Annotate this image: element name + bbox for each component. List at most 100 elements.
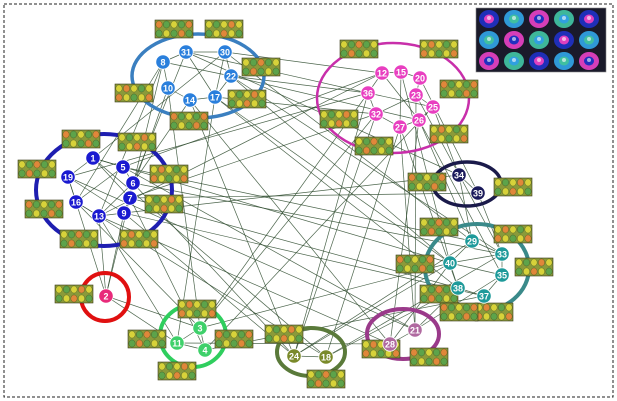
node-21[interactable]: 21 xyxy=(407,322,423,338)
brain-map-thumbnail xyxy=(59,229,99,249)
brain-map-thumbnail xyxy=(493,177,533,197)
brain-map-thumbnail xyxy=(474,302,514,322)
brain-map-thumbnail xyxy=(339,39,379,59)
node-26[interactable]: 26 xyxy=(411,112,427,128)
edge-30-12 xyxy=(224,51,383,74)
brain-map-thumbnail xyxy=(264,324,304,344)
brain-map-thumbnail xyxy=(361,339,401,359)
edge-34-29 xyxy=(458,174,473,242)
node-31[interactable]: 31 xyxy=(178,44,194,60)
brain-map-thumbnail xyxy=(149,164,189,184)
brain-map-thumbnail xyxy=(319,109,359,129)
node-11[interactable]: 11 xyxy=(169,335,185,351)
brain-slice xyxy=(479,52,499,70)
brain-map-thumbnail xyxy=(419,284,459,304)
brain-map-thumbnail xyxy=(169,111,209,131)
node-38[interactable]: 38 xyxy=(450,280,466,296)
node-16[interactable]: 16 xyxy=(68,194,84,210)
node-25[interactable]: 25 xyxy=(425,99,441,115)
node-label: 35 xyxy=(497,271,507,281)
node-13[interactable]: 13 xyxy=(91,208,107,224)
node-32[interactable]: 32 xyxy=(368,106,384,122)
brain-map-thumbnail xyxy=(54,284,94,304)
node-label: 21 xyxy=(410,326,420,336)
node-29[interactable]: 29 xyxy=(464,233,480,249)
node-18[interactable]: 18 xyxy=(318,349,334,365)
brain-slice-legend xyxy=(475,7,607,73)
node-8[interactable]: 8 xyxy=(155,54,171,70)
node-23[interactable]: 23 xyxy=(408,87,424,103)
brain-slice xyxy=(504,52,524,70)
brain-slice xyxy=(554,52,574,70)
node-39[interactable]: 39 xyxy=(470,185,486,201)
brain-map-thumbnail xyxy=(177,299,217,319)
node-14[interactable]: 14 xyxy=(182,92,198,108)
brain-map-thumbnail xyxy=(114,83,154,103)
node-19[interactable]: 19 xyxy=(60,169,76,185)
edge-21-23 xyxy=(414,94,417,331)
node-20[interactable]: 20 xyxy=(412,70,428,86)
node-label: 18 xyxy=(321,353,331,363)
node-5[interactable]: 5 xyxy=(115,159,131,175)
node-12[interactable]: 12 xyxy=(374,65,390,81)
node-10[interactable]: 10 xyxy=(160,80,176,96)
node-3[interactable]: 3 xyxy=(192,320,208,336)
brain-map-thumbnail xyxy=(419,39,459,59)
node-35[interactable]: 35 xyxy=(494,267,510,283)
edge-7-4 xyxy=(129,197,206,351)
node-label: 4 xyxy=(202,346,207,356)
brain-map-thumbnail xyxy=(241,57,281,77)
node-label: 28 xyxy=(385,340,395,350)
brain-map-thumbnail xyxy=(354,136,394,156)
brain-slice xyxy=(554,10,574,28)
brain-map-thumbnail xyxy=(24,199,64,219)
edge-4-25 xyxy=(204,106,434,351)
node-label: 25 xyxy=(428,103,438,113)
node-28[interactable]: 28 xyxy=(382,336,398,352)
brain-slice xyxy=(504,10,524,28)
node-34[interactable]: 34 xyxy=(451,167,467,183)
node-4[interactable]: 4 xyxy=(197,342,213,358)
node-label: 24 xyxy=(289,352,299,362)
node-24[interactable]: 24 xyxy=(286,348,302,364)
mod-navy-left-ring xyxy=(34,132,174,248)
node-37[interactable]: 37 xyxy=(476,288,492,304)
edge-2-13 xyxy=(98,215,107,297)
node-17[interactable]: 17 xyxy=(207,89,223,105)
node-22[interactable]: 22 xyxy=(223,68,239,84)
node-6[interactable]: 6 xyxy=(125,175,141,191)
brain-map-thumbnail xyxy=(144,194,184,214)
node-36[interactable]: 36 xyxy=(360,85,376,101)
edge-24-29 xyxy=(293,240,473,357)
edge-3-40 xyxy=(199,262,451,329)
node-label: 26 xyxy=(414,116,424,126)
edge-30-29 xyxy=(224,51,473,242)
diagram-frame xyxy=(3,3,614,398)
node-label: 14 xyxy=(185,96,195,106)
brain-map-thumbnail xyxy=(117,132,157,152)
node-label: 1 xyxy=(90,154,95,164)
node-label: 40 xyxy=(445,259,455,269)
brain-map-thumbnail xyxy=(214,329,254,349)
edge-12-13 xyxy=(98,72,383,217)
node-label: 6 xyxy=(130,179,135,189)
node-27[interactable]: 27 xyxy=(392,119,408,135)
node-label: 20 xyxy=(415,74,425,84)
node-7[interactable]: 7 xyxy=(122,190,138,206)
node-1[interactable]: 1 xyxy=(85,150,101,166)
edge-11-28 xyxy=(176,342,391,345)
node-9[interactable]: 9 xyxy=(116,205,132,221)
node-label: 16 xyxy=(71,198,81,208)
node-label: 8 xyxy=(160,58,165,68)
node-label: 37 xyxy=(479,292,489,302)
node-33[interactable]: 33 xyxy=(494,246,510,262)
node-30[interactable]: 30 xyxy=(217,44,233,60)
node-15[interactable]: 15 xyxy=(393,64,409,80)
node-2[interactable]: 2 xyxy=(98,288,114,304)
node-40[interactable]: 40 xyxy=(442,255,458,271)
node-label: 9 xyxy=(121,209,126,219)
brain-slice xyxy=(479,10,499,28)
brain-map-thumbnail xyxy=(157,361,197,381)
brain-map-thumbnail xyxy=(419,217,459,237)
